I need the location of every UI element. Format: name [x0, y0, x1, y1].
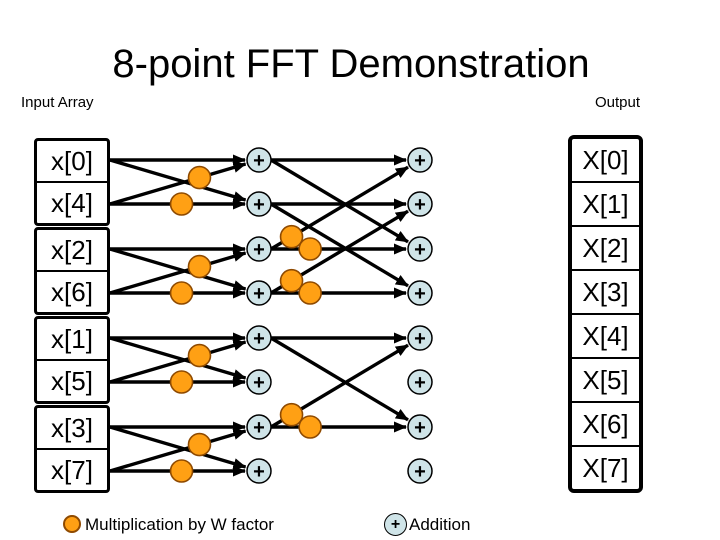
legend-multiplication-label: Multiplication by W factor	[85, 514, 274, 534]
legend-addition: + Addition	[384, 513, 470, 536]
w-factor-multiplier-circle	[169, 192, 194, 216]
adder-node-circle	[407, 280, 433, 306]
w-factor-multiplier-circle	[187, 343, 212, 368]
w-factor-multiplier-circle	[169, 459, 194, 483]
adder-node-circle	[246, 325, 272, 351]
input-cell: x[3]	[37, 408, 107, 450]
adder-plus-sign: +	[253, 283, 265, 305]
input-pair-box: x[2] x[6]	[34, 227, 110, 315]
input-cell: x[1]	[37, 319, 107, 361]
adder-plus-sign: +	[414, 283, 426, 305]
signal-arrow	[109, 425, 247, 469]
signal-arrow	[270, 158, 409, 244]
output-cell: X[2]	[572, 227, 639, 271]
input-array-label: Input Array	[21, 94, 94, 111]
input-cell: x[2]	[37, 230, 107, 272]
signal-arrow	[109, 251, 247, 295]
input-pair-box: x[3] x[7]	[34, 405, 110, 493]
w-factor-multiplier-circle	[279, 402, 304, 427]
signal-arrow	[270, 202, 409, 288]
adder-plus-sign: +	[253, 461, 265, 483]
w-factor-multiplier-circle	[187, 165, 212, 190]
output-cell: X[6]	[572, 403, 639, 447]
output-cell: X[5]	[572, 359, 639, 403]
input-cell: x[7]	[51, 455, 93, 485]
w-factor-multiplier-circle	[298, 281, 322, 305]
adder-plus-sign: +	[414, 417, 426, 439]
adder-node-circle	[407, 414, 433, 440]
signal-arrow	[109, 340, 247, 384]
adder-node-circle	[246, 191, 272, 217]
adder-plus-sign: +	[253, 194, 265, 216]
input-cell: x[6]	[51, 277, 93, 307]
signal-arrow	[109, 158, 247, 202]
adder-node-circle	[246, 147, 272, 173]
w-factor-multiplier-circle	[187, 254, 212, 279]
legend-addition-label: Addition	[409, 515, 471, 534]
w-factor-multiplier-circle	[279, 268, 304, 293]
slide-title: 8-point FFT Demonstration	[112, 42, 590, 86]
adder-node-circle	[246, 414, 272, 440]
signal-arrow	[109, 162, 247, 206]
adder-plus-sign: +	[253, 239, 265, 261]
adder-node-circle	[407, 147, 433, 173]
adder-node-circle	[246, 369, 272, 395]
adder-node-circle	[407, 236, 433, 262]
addition-circle-icon: +	[384, 513, 407, 536]
output-cell: X[4]	[572, 315, 639, 359]
w-factor-multiplier-circle	[187, 432, 212, 457]
adder-node-circle	[407, 325, 433, 351]
output-column: X[0]X[1]X[2]X[3]X[4]X[5]X[6] X[7]	[568, 135, 643, 493]
adder-node-circle	[246, 458, 272, 484]
adder-node-circle	[246, 236, 272, 262]
w-factor-multiplier-circle	[169, 281, 194, 305]
adder-node-circle	[407, 369, 433, 395]
legend-multiplication: Multiplication by W factor	[63, 515, 274, 533]
output-cell: X[3]	[572, 271, 639, 315]
adder-plus-sign: +	[253, 417, 265, 439]
adder-node-circle	[407, 458, 433, 484]
signal-arrow	[270, 336, 409, 422]
input-cell: x[5]	[51, 366, 93, 396]
adder-plus-sign: +	[414, 461, 426, 483]
output-cell: X[0]	[572, 139, 639, 183]
output-cell: X[1]	[572, 183, 639, 227]
w-factor-multiplier-circle	[298, 415, 322, 439]
signal-arrow	[109, 429, 247, 473]
output-label: Output	[594, 94, 640, 111]
adder-plus-sign: +	[414, 328, 426, 350]
w-factor-multiplier-circle	[169, 370, 194, 394]
input-pair-box: x[0] x[4]	[34, 138, 110, 226]
adder-plus-sign: +	[414, 150, 426, 172]
adder-node-circle	[246, 280, 272, 306]
output-cell: X[7]	[582, 453, 629, 483]
signal-arrow	[109, 247, 247, 291]
adder-plus-sign: +	[414, 239, 426, 261]
adder-plus-sign: +	[253, 150, 265, 172]
multiplication-circle-icon	[63, 515, 81, 533]
adder-plus-sign: +	[253, 328, 265, 350]
w-factor-multiplier-circle	[279, 224, 304, 249]
adder-plus-sign: +	[414, 194, 426, 216]
adder-plus-sign: +	[253, 372, 265, 394]
adder-node-circle	[407, 191, 433, 217]
input-cell: x[0]	[37, 141, 107, 183]
w-factor-multiplier-circle	[298, 237, 322, 261]
input-pair-box: x[1] x[5]	[34, 316, 110, 404]
input-cell: x[4]	[51, 188, 93, 218]
adder-plus-sign: +	[414, 372, 426, 394]
signal-arrow	[109, 336, 247, 380]
